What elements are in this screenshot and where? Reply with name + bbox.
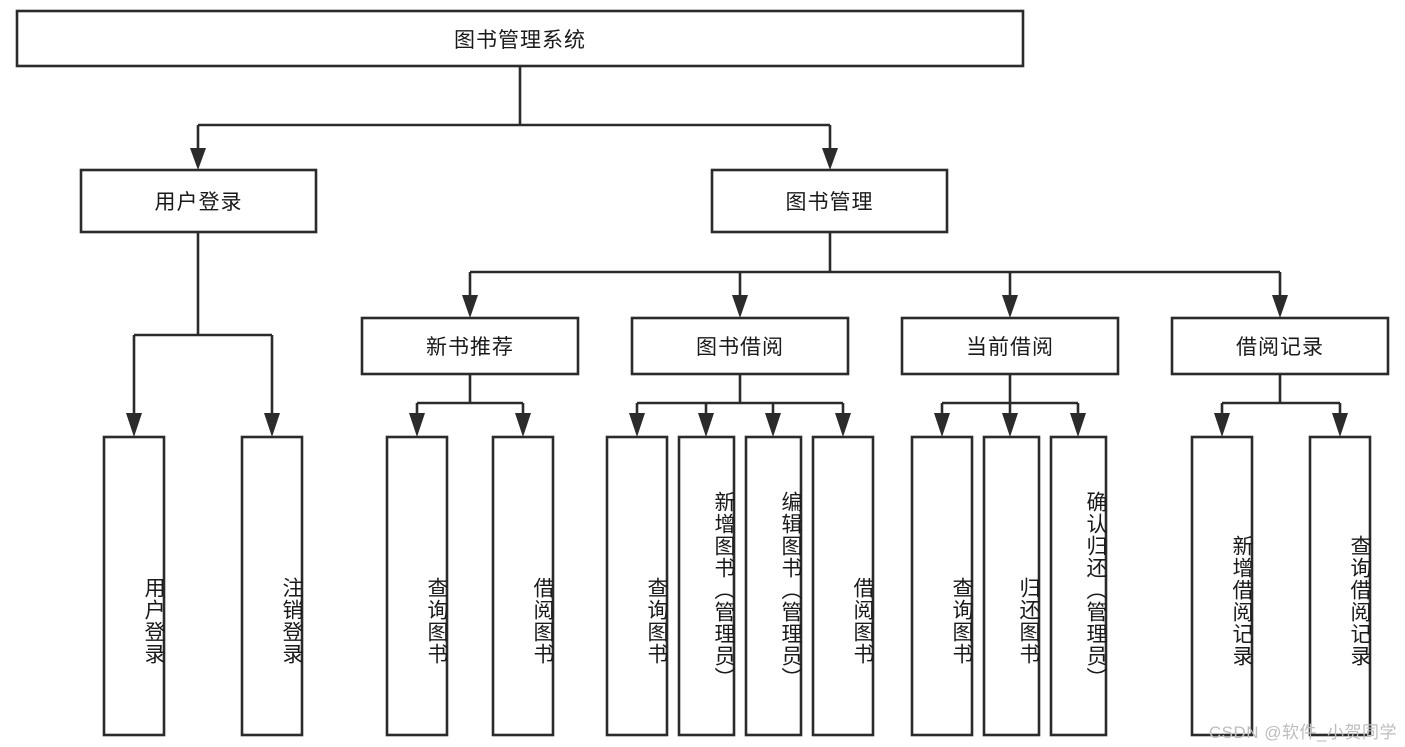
arrowhead-leaf-logout bbox=[264, 413, 280, 437]
arrowhead-new-book-rec bbox=[462, 295, 478, 318]
node-box-leaf-query-book-2[interactable] bbox=[605, 435, 669, 737]
arrowhead-leaf-query-book-2 bbox=[629, 413, 645, 437]
node-box-leaf-logout[interactable] bbox=[240, 435, 304, 737]
csdn-watermark: CSDN @软件_小贺同学 bbox=[1208, 723, 1397, 742]
node-box-leaf-edit-book[interactable] bbox=[744, 435, 803, 737]
arrowhead-user-login bbox=[190, 148, 206, 170]
connector-group-new-book-rec bbox=[409, 374, 531, 437]
arrowhead-current-borrow bbox=[1002, 295, 1018, 318]
arrowhead-leaf-borrow-book-1 bbox=[515, 413, 531, 437]
connector-group-book-manage bbox=[462, 232, 1288, 318]
arrowhead-leaf-user-login bbox=[126, 413, 142, 437]
arrowhead-book-borrow bbox=[732, 295, 748, 318]
node-box-leaf-add-book[interactable] bbox=[677, 435, 736, 737]
arrowhead-leaf-add-record bbox=[1214, 413, 1230, 437]
node-box-leaf-query-book-3[interactable] bbox=[910, 435, 974, 737]
node-box-book-manage[interactable] bbox=[710, 168, 949, 234]
node-box-root[interactable] bbox=[15, 9, 1025, 68]
connector-group-book-borrow bbox=[629, 374, 851, 437]
node-box-leaf-add-record[interactable] bbox=[1190, 435, 1254, 737]
node-box-leaf-query-record[interactable] bbox=[1308, 435, 1372, 737]
arrowhead-leaf-borrow-book-2 bbox=[835, 413, 851, 437]
connector-group-user-login bbox=[126, 232, 280, 437]
arrowhead-leaf-query-book-3 bbox=[934, 413, 950, 437]
node-box-leaf-confirm-return[interactable] bbox=[1049, 435, 1108, 737]
arrowhead-borrow-record bbox=[1272, 295, 1288, 318]
arrowhead-leaf-query-record bbox=[1332, 413, 1348, 437]
node-box-leaf-user-login[interactable] bbox=[102, 435, 166, 737]
node-box-current-borrow[interactable] bbox=[900, 316, 1120, 376]
connector-group-root bbox=[190, 66, 838, 170]
node-box-new-book-rec[interactable] bbox=[360, 316, 580, 376]
connector-group-current-borrow bbox=[934, 374, 1086, 437]
node-box-book-borrow[interactable] bbox=[630, 316, 850, 376]
arrowhead-leaf-edit-book bbox=[765, 413, 781, 437]
arrowhead-leaf-return-book bbox=[1002, 413, 1018, 437]
node-box-leaf-return-book[interactable] bbox=[982, 435, 1041, 737]
node-box-leaf-borrow-book-2[interactable] bbox=[811, 435, 875, 737]
arrowhead-book-manage bbox=[822, 148, 838, 170]
arrowhead-leaf-confirm-return bbox=[1070, 413, 1086, 437]
node-box-leaf-query-book-1[interactable] bbox=[385, 435, 449, 737]
node-box-user-login[interactable] bbox=[79, 168, 318, 234]
node-box-borrow-record[interactable] bbox=[1170, 316, 1390, 376]
node-box-leaf-borrow-book-1[interactable] bbox=[491, 435, 555, 737]
connector-group-borrow-record bbox=[1214, 374, 1348, 437]
arrowhead-leaf-add-book bbox=[698, 413, 714, 437]
arrowhead-leaf-query-book-1 bbox=[409, 413, 425, 437]
